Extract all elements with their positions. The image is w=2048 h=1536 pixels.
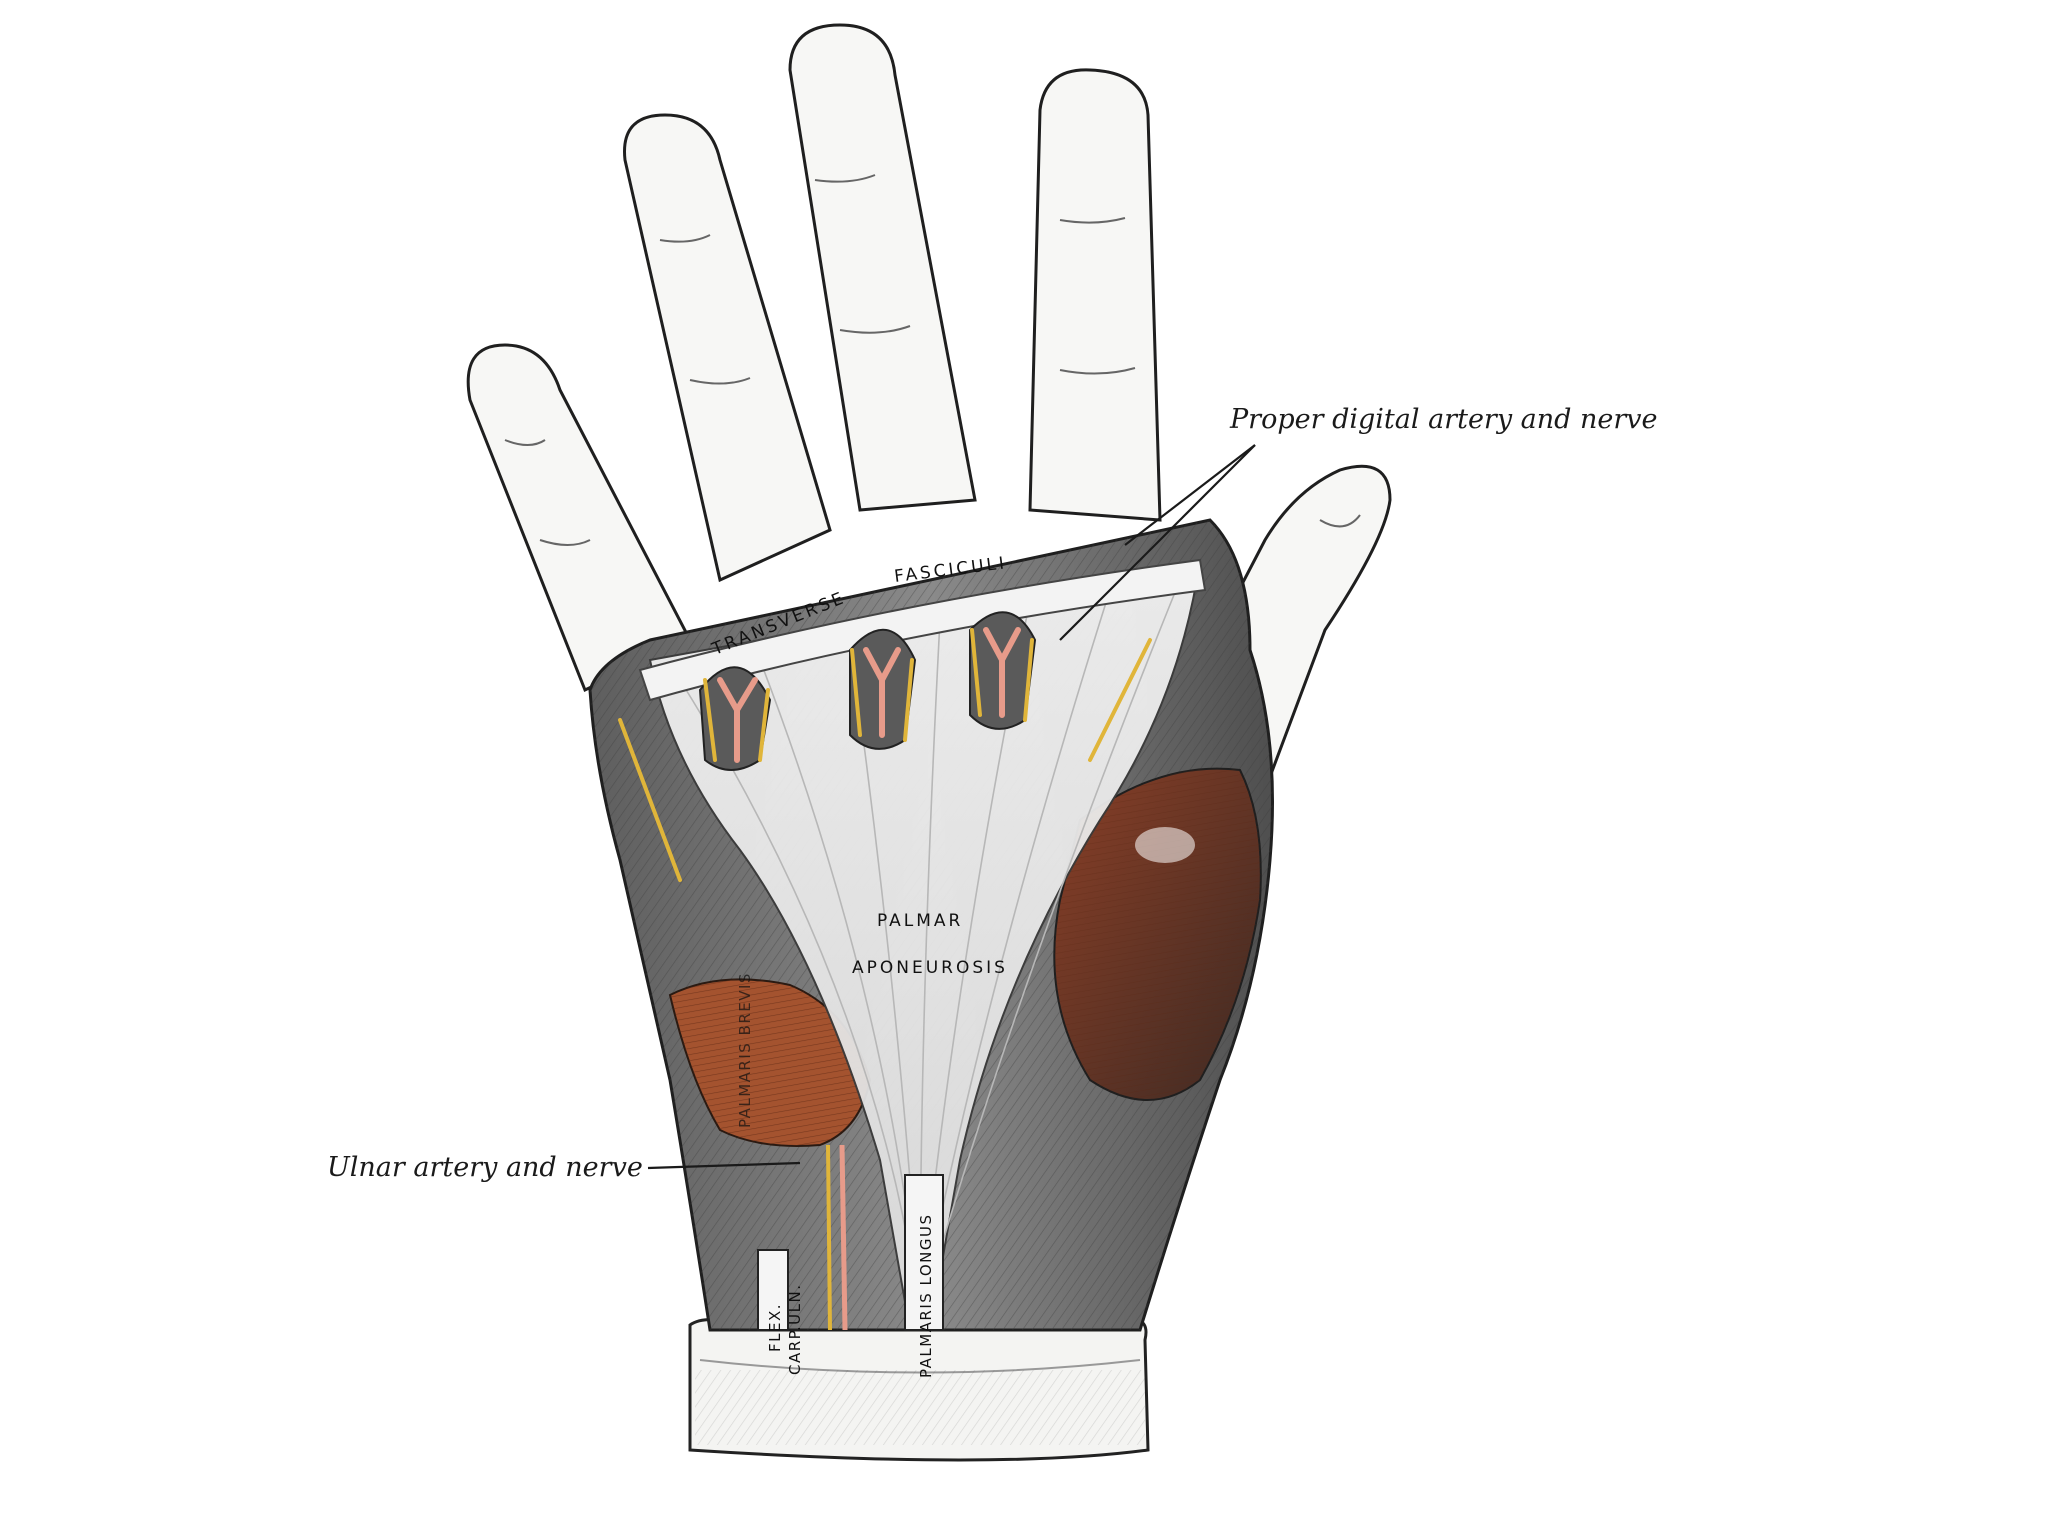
palmar-aponeurosis — [638, 558, 1207, 1331]
label-aponeurosis: APONEUROSIS — [852, 958, 1008, 978]
palmaris-brevis-muscle — [668, 978, 872, 1147]
label-ulnar: Ulnar artery and nerve — [327, 1152, 643, 1183]
label-carp-uln: CARP.ULN. — [786, 1284, 804, 1375]
wrist-tendons — [757, 1144, 944, 1331]
finger-creases — [504, 174, 1361, 546]
label-proper-digital: Proper digital artery and nerve — [1229, 404, 1658, 435]
ring-finger — [623, 113, 832, 583]
leader-lines — [647, 444, 1256, 1170]
label-flex: FLEX. — [766, 1303, 784, 1352]
sleeve-cuff — [688, 1318, 1150, 1462]
label-palmar: PALMAR — [877, 911, 963, 931]
middle-finger — [788, 23, 977, 512]
thenar-muscles — [1053, 767, 1262, 1101]
label-palmaris-longus: PALMARIS LONGUS — [917, 1213, 935, 1378]
index-finger — [1028, 68, 1162, 522]
label-palmaris-brevis: PALMARIS BREVIS — [736, 972, 754, 1128]
digital-vessels — [618, 611, 1152, 882]
little-finger — [466, 343, 693, 693]
